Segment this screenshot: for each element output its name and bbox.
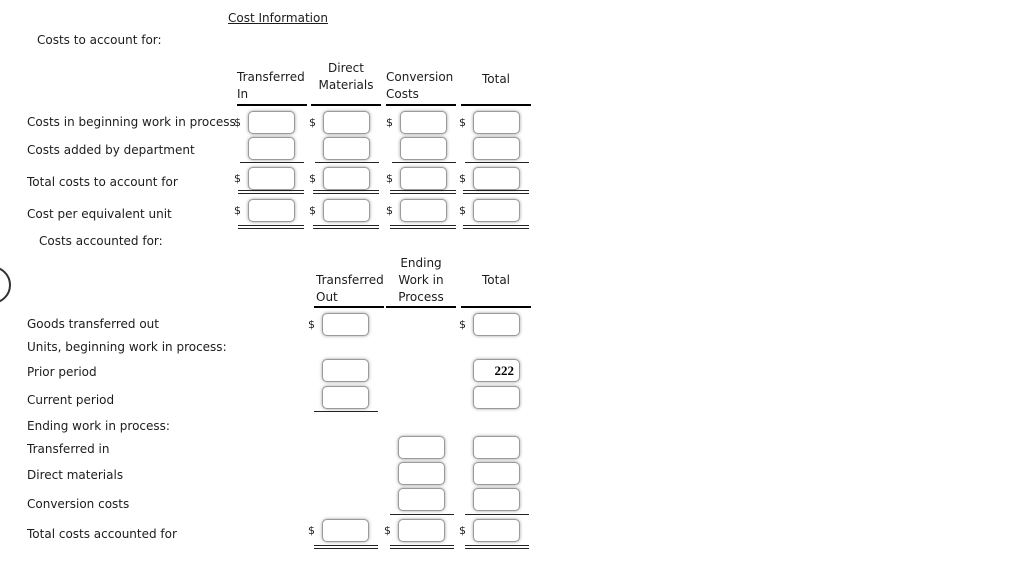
input-cost-per-eu-conversion-costs[interactable] <box>400 199 447 222</box>
input-cost-per-eu-transferred-in[interactable] <box>248 199 295 222</box>
header-rule <box>386 306 456 308</box>
dollar-sign: $ <box>384 524 391 537</box>
subtotal-rule <box>465 162 529 163</box>
total-double-rule <box>390 190 456 194</box>
input-added-conversion-costs[interactable] <box>400 137 447 160</box>
dollar-sign: $ <box>459 172 466 185</box>
row-label-prior-period: Prior period <box>27 365 97 379</box>
header-rule <box>461 306 531 308</box>
dollar-sign: $ <box>459 524 466 537</box>
input-current-period-total[interactable] <box>473 386 520 409</box>
input-total-accounted-total[interactable] <box>473 519 520 542</box>
input-total-account-transferred-in[interactable] <box>248 167 295 190</box>
input-total-account-conversion-costs[interactable] <box>400 167 447 190</box>
input-total-account-direct-materials[interactable] <box>323 167 370 190</box>
column-header-total: Total <box>481 72 511 86</box>
total-double-rule <box>463 225 529 229</box>
column-header-transferred-in: Transferred In <box>237 70 305 101</box>
input-goods-transferred-out[interactable] <box>322 313 369 336</box>
input-ewip-transferred-in[interactable] <box>398 436 445 459</box>
column-header-total: Total <box>481 273 511 287</box>
total-double-rule <box>313 225 379 229</box>
subtotal-rule <box>392 162 456 163</box>
total-double-rule <box>463 190 529 194</box>
subtotal-rule <box>314 411 378 412</box>
dollar-sign: $ <box>386 172 393 185</box>
row-label-total-costs-accounted: Total costs accounted for <box>27 527 177 541</box>
input-total-account-total[interactable] <box>473 167 520 190</box>
input-beginning-transferred-in[interactable] <box>248 111 295 134</box>
dollar-sign: $ <box>234 116 241 129</box>
header-rule <box>311 104 381 106</box>
total-double-rule <box>390 225 456 229</box>
row-label-cost-per-equivalent-unit: Cost per equivalent unit <box>27 207 172 221</box>
row-label-ewip-transferred-in: Transferred in <box>27 442 110 456</box>
input-prior-period-transferred-out[interactable] <box>322 359 369 382</box>
dollar-sign: $ <box>459 318 466 331</box>
input-beginning-total[interactable] <box>473 111 520 134</box>
input-ewip-direct-materials-total[interactable] <box>473 462 520 485</box>
input-ewip-conversion-costs[interactable] <box>398 488 445 511</box>
column-header-ending-work-in-process: Ending Work in Process <box>398 256 444 304</box>
input-ewip-transferred-in-total[interactable] <box>473 436 520 459</box>
input-beginning-conversion-costs[interactable] <box>400 111 447 134</box>
input-prior-period-total[interactable] <box>473 359 520 382</box>
section-heading-costs-to-account-for: Costs to account for: <box>37 33 162 47</box>
dollar-sign: $ <box>234 172 241 185</box>
header-rule <box>461 104 531 106</box>
dollar-sign: $ <box>308 524 315 537</box>
header-rule <box>237 104 307 106</box>
input-added-direct-materials[interactable] <box>323 137 370 160</box>
row-label-costs-added: Costs added by department <box>27 143 195 157</box>
dollar-sign: $ <box>459 116 466 129</box>
row-label-ending-wip: Ending work in process: <box>27 419 170 433</box>
input-total-accounted-ending-wip[interactable] <box>398 519 445 542</box>
input-beginning-direct-materials[interactable] <box>323 111 370 134</box>
row-label-goods-transferred-out: Goods transferred out <box>27 317 159 331</box>
column-header-transferred-out: Transferred Out <box>316 273 384 304</box>
input-added-transferred-in[interactable] <box>248 137 295 160</box>
total-double-rule <box>465 545 529 549</box>
dollar-sign: $ <box>234 204 241 217</box>
dollar-sign: $ <box>309 204 316 217</box>
page-title: Cost Information <box>228 11 328 25</box>
input-cost-per-eu-direct-materials[interactable] <box>323 199 370 222</box>
row-label-ewip-conversion-costs: Conversion costs <box>27 497 130 511</box>
row-label-ewip-direct-materials: Direct materials <box>27 468 124 482</box>
dollar-sign: $ <box>308 318 315 331</box>
row-label-current-period: Current period <box>27 393 115 407</box>
input-cost-per-eu-total[interactable] <box>473 199 520 222</box>
header-rule <box>314 306 384 308</box>
dollar-sign: $ <box>386 116 393 129</box>
column-header-conversion-costs: Conversion Costs <box>386 70 454 101</box>
dollar-sign: $ <box>309 172 316 185</box>
row-label-costs-beginning-wip: Costs in beginning work in process <box>27 115 236 129</box>
input-ewip-conversion-costs-total[interactable] <box>473 488 520 511</box>
subtotal-rule <box>315 162 379 163</box>
total-double-rule <box>238 190 304 194</box>
input-goods-transferred-total[interactable] <box>473 313 520 336</box>
total-double-rule <box>313 190 379 194</box>
subtotal-rule <box>465 514 529 515</box>
total-double-rule <box>390 545 454 549</box>
circled-label-fragment <box>0 266 11 304</box>
total-double-rule <box>238 225 304 229</box>
input-added-total[interactable] <box>473 137 520 160</box>
input-total-accounted-transferred-out[interactable] <box>322 519 369 542</box>
subtotal-rule <box>390 514 454 515</box>
section-heading-costs-accounted-for: Costs accounted for: <box>39 234 163 248</box>
dollar-sign: $ <box>309 116 316 129</box>
column-header-direct-materials: Direct Materials <box>318 61 374 92</box>
subtotal-rule <box>240 162 304 163</box>
dollar-sign: $ <box>459 204 466 217</box>
row-label-total-costs-to-account: Total costs to account for <box>27 175 178 189</box>
dollar-sign: $ <box>386 204 393 217</box>
input-current-period-transferred-out[interactable] <box>322 386 369 409</box>
input-ewip-direct-materials[interactable] <box>398 462 445 485</box>
row-label-units-beginning-wip: Units, beginning work in process: <box>27 340 227 354</box>
total-double-rule <box>314 545 378 549</box>
header-rule <box>386 104 456 106</box>
